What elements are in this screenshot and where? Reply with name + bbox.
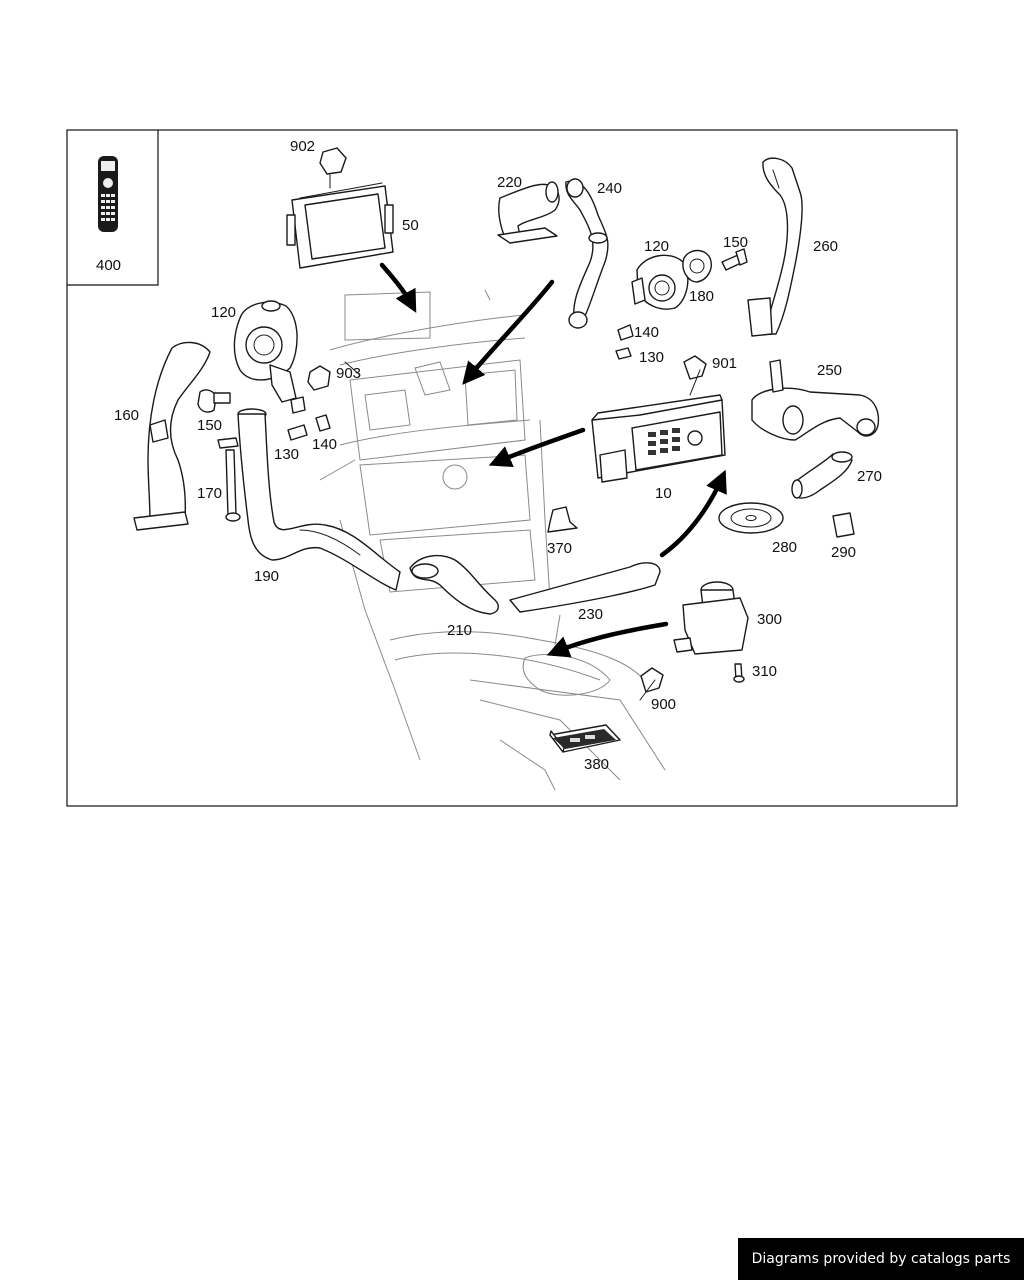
controller-300 <box>673 581 749 655</box>
screw-150-right <box>721 248 748 271</box>
screw-310 <box>733 663 745 683</box>
connector-370 <box>547 506 578 533</box>
switch-panel-380 <box>549 724 621 753</box>
air-duct-210 <box>409 554 499 615</box>
blower-fan-120-right <box>631 254 689 310</box>
callout-400: 400 <box>96 257 121 274</box>
display-unit-50 <box>286 174 394 269</box>
callout-210: 210 <box>447 622 472 639</box>
callout-170: 170 <box>197 485 222 502</box>
callout-50: 50 <box>402 217 419 234</box>
air-duct-220 <box>497 181 560 244</box>
callout-260: 260 <box>813 238 838 255</box>
elbow-hose-270 <box>791 451 853 499</box>
clip-connector-left <box>290 396 306 414</box>
callout-180: 180 <box>689 288 714 305</box>
screw-170 <box>217 437 241 522</box>
head-unit-10 <box>591 394 726 483</box>
hose-240 <box>565 178 609 329</box>
callout-380: 380 <box>584 756 609 773</box>
dashboard-outline <box>319 289 666 791</box>
label-tag-902 <box>319 147 347 175</box>
screw-150-left <box>197 389 231 413</box>
air-duct-160 <box>133 341 211 531</box>
callout-240: 240 <box>597 180 622 197</box>
label-tag-901 <box>683 355 707 380</box>
callout-290: 290 <box>831 544 856 561</box>
callout-120-left: 120 <box>211 304 236 321</box>
remote-control-icon <box>98 156 118 232</box>
blower-fan-120-left <box>233 300 298 403</box>
leader-lines <box>344 361 701 701</box>
seal-ring-180 <box>682 249 712 283</box>
label-tag-900 <box>640 667 664 693</box>
callout-120-right: 120 <box>644 238 669 255</box>
callout-190: 190 <box>254 568 279 585</box>
credit-banner: Diagrams provided by catalogs parts <box>738 1238 1024 1280</box>
clip-130-left <box>287 424 308 441</box>
callout-150-left: 150 <box>197 417 222 434</box>
callout-140-right: 140 <box>634 324 659 341</box>
clip-140-right <box>617 324 634 341</box>
callout-130-left: 130 <box>274 446 299 463</box>
callout-270: 270 <box>857 468 882 485</box>
callout-300: 300 <box>757 611 782 628</box>
memory-card-290 <box>832 512 855 538</box>
callout-280: 280 <box>772 539 797 556</box>
callout-370: 370 <box>547 540 572 557</box>
disc-280 <box>718 502 784 534</box>
clip-130-right <box>615 347 632 360</box>
callout-230: 230 <box>578 606 603 623</box>
air-duct-260 <box>747 157 803 337</box>
label-tag-903 <box>307 365 331 391</box>
callout-140-left: 140 <box>312 436 337 453</box>
callout-903: 903 <box>336 365 361 382</box>
air-duct-190 <box>237 408 401 591</box>
callout-902: 902 <box>290 138 315 155</box>
callout-250: 250 <box>817 362 842 379</box>
callout-310: 310 <box>752 663 777 680</box>
assembly-arrows <box>379 262 727 658</box>
callout-160: 160 <box>114 407 139 424</box>
clip-140-left <box>315 414 331 432</box>
callout-150-right: 150 <box>723 234 748 251</box>
inset-box <box>67 130 159 286</box>
trim-strip-230 <box>509 562 661 613</box>
callout-900: 900 <box>651 696 676 713</box>
diagram-frame <box>66 129 958 807</box>
callout-130-right: 130 <box>639 349 664 366</box>
callout-10: 10 <box>655 485 672 502</box>
callout-901: 901 <box>712 355 737 372</box>
air-duct-250 <box>751 359 880 441</box>
callout-220: 220 <box>497 174 522 191</box>
